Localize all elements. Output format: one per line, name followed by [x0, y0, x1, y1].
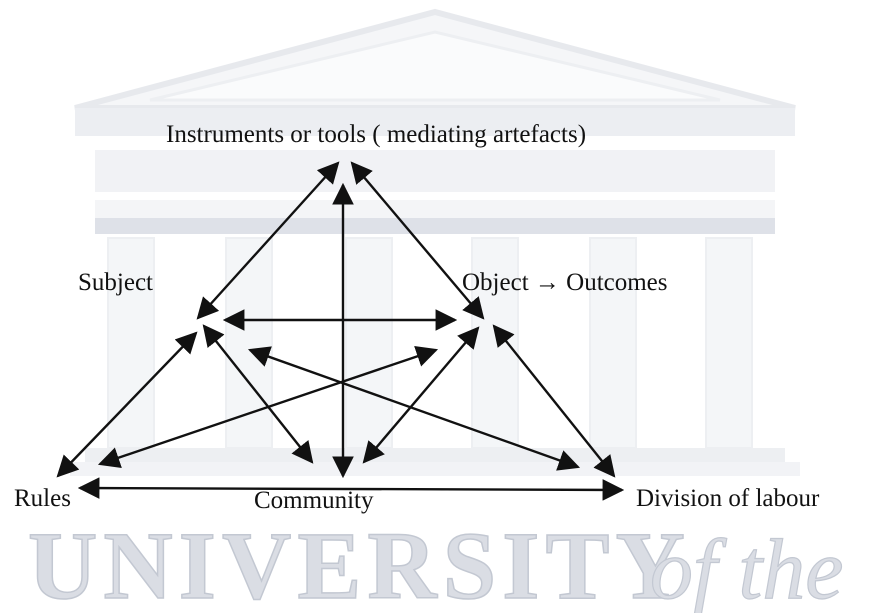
arrow-instruments-subject	[196, 161, 340, 320]
node-subject: Subject	[78, 269, 153, 296]
arrow-rules-cross	[97, 346, 439, 468]
node-division-of-labour: Division of labour	[636, 485, 820, 512]
arrow-object-division	[492, 324, 616, 478]
watermark-university: UNIVERSITY	[28, 512, 691, 613]
arrow-subject-community	[202, 324, 314, 464]
arrow-instruments-object	[350, 161, 485, 320]
arrow-rules-division	[77, 477, 625, 501]
node-rules: Rules	[14, 485, 71, 512]
node-community: Community	[254, 487, 374, 514]
node-instruments: Instruments or tools ( mediating artefac…	[166, 121, 587, 148]
watermark-of-the: of the	[650, 521, 843, 613]
arrow-division-cross	[247, 346, 581, 471]
arrow-object-community	[362, 326, 480, 464]
node-object-outcomes: Object → Outcomes	[462, 269, 668, 296]
